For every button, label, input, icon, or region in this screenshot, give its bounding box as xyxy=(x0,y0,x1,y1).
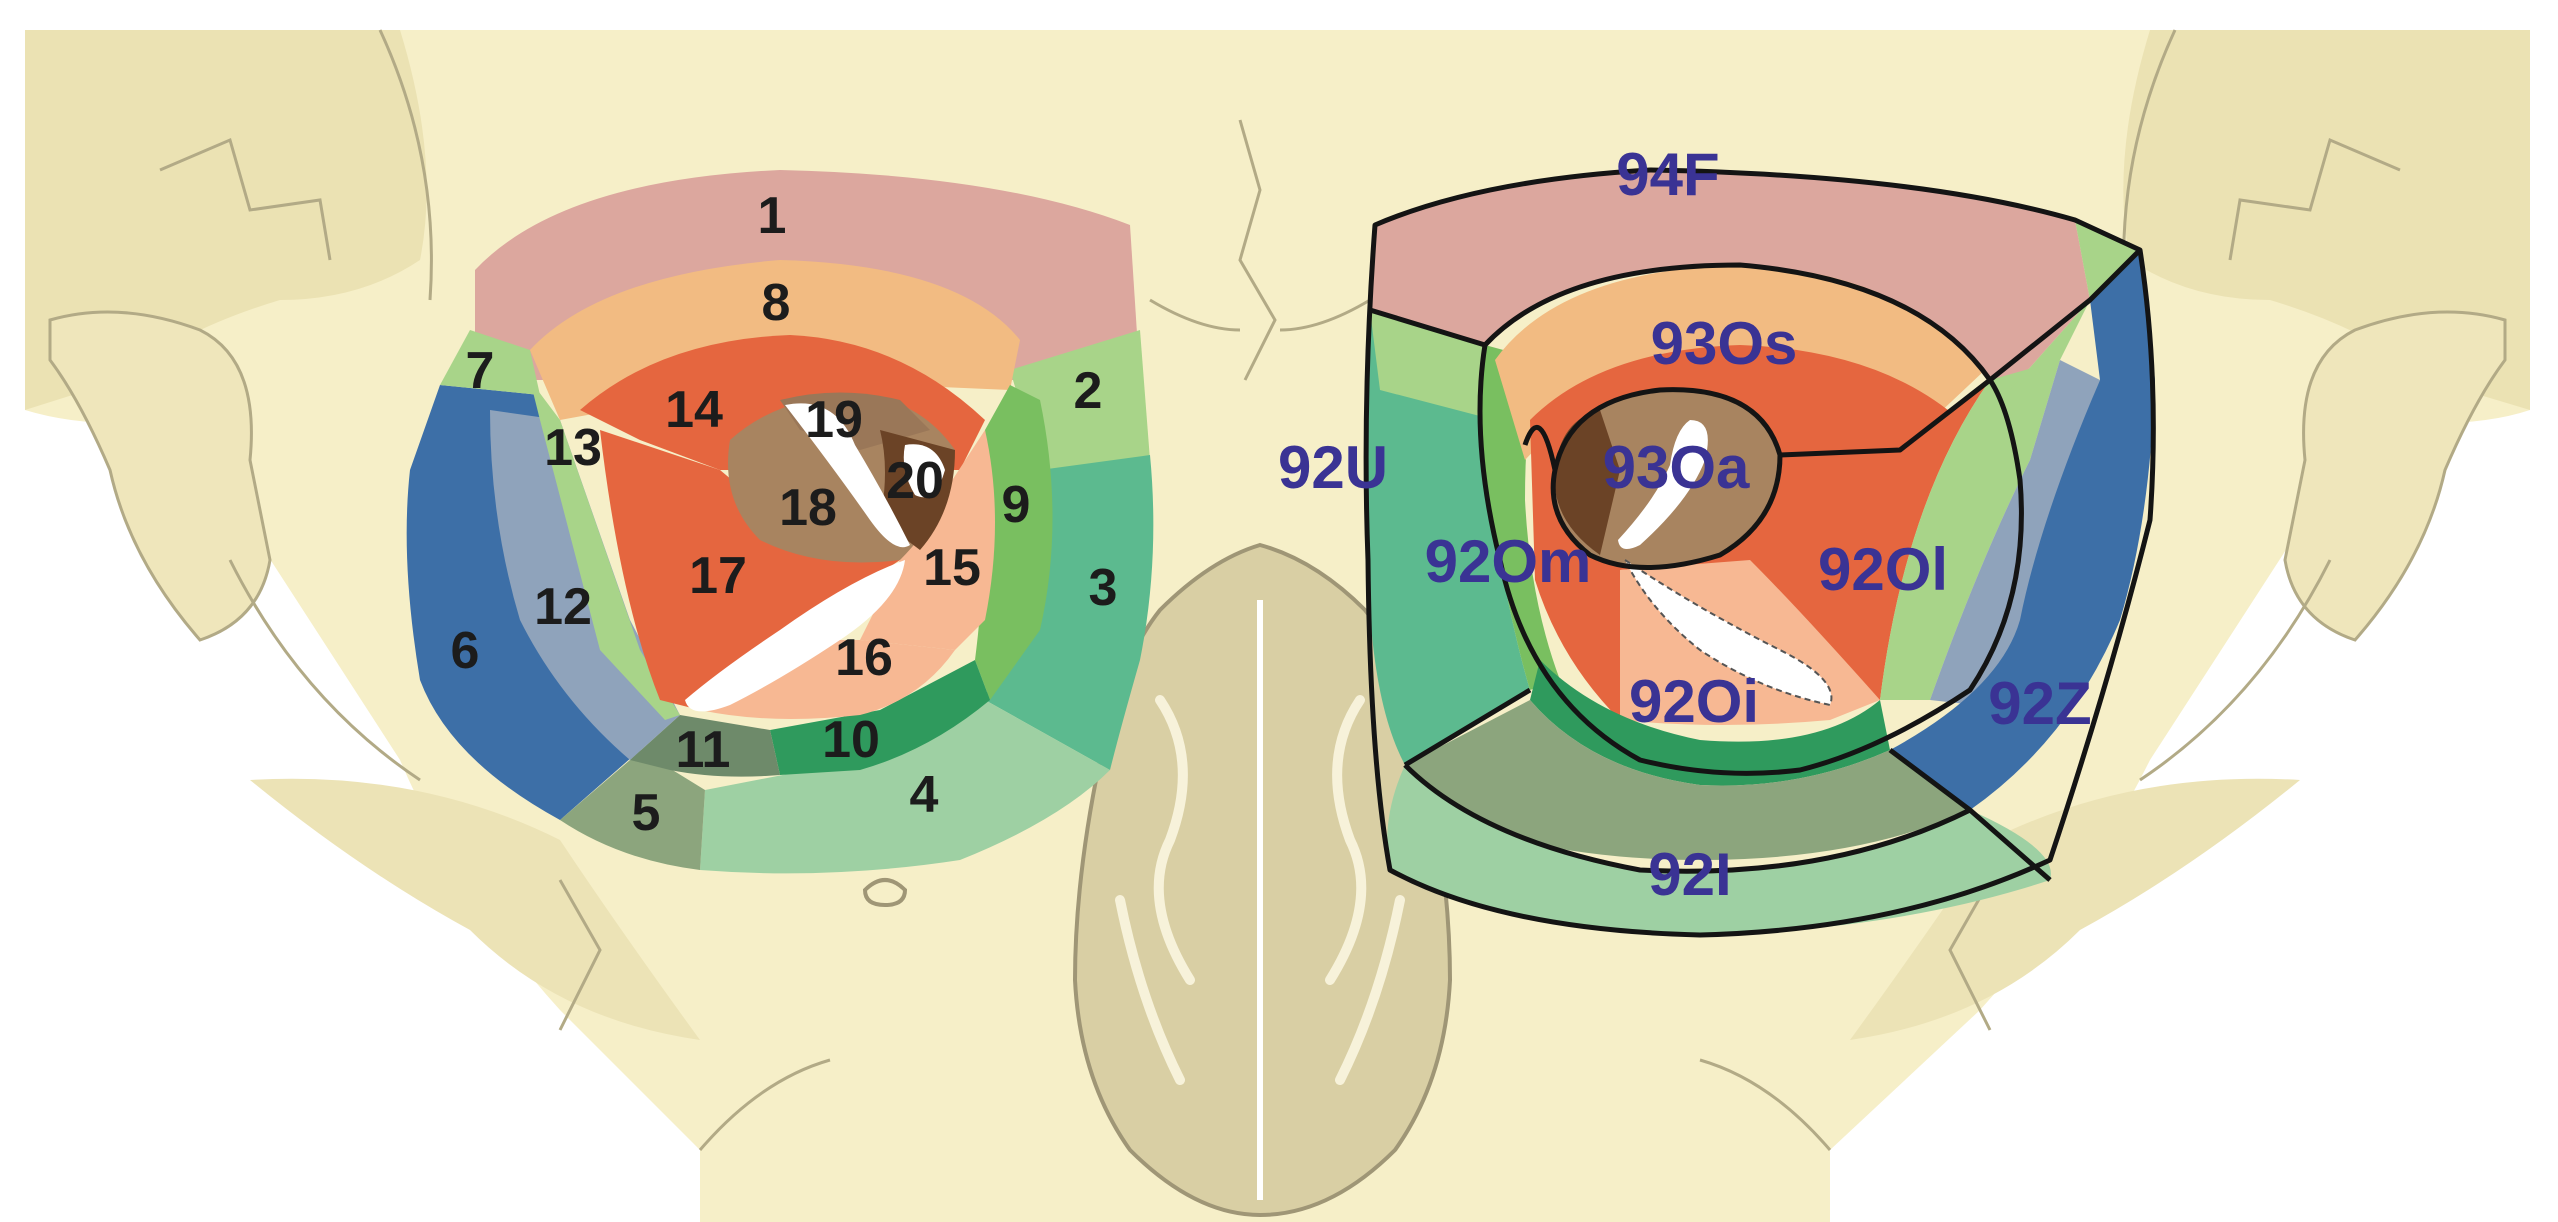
region-z-lightgreen xyxy=(2010,220,2140,390)
zone-label-12: 12 xyxy=(534,578,592,636)
region-f-fill xyxy=(1370,170,2090,390)
zone-17 xyxy=(600,430,900,710)
lateral-divider xyxy=(1779,378,1992,458)
zone-10 xyxy=(770,660,990,775)
zone-label-11: 11 xyxy=(676,721,731,779)
orbital-apex-boundary xyxy=(1550,387,1783,570)
zone-label-19: 19 xyxy=(805,391,863,449)
zone-label-18: 18 xyxy=(779,479,837,537)
zone-11 xyxy=(630,715,780,777)
zygomatic-arch-right xyxy=(2283,310,2507,642)
zone-13 xyxy=(530,380,680,720)
superior-orbital-fissure-left xyxy=(785,403,910,548)
orbital-rim-boundary xyxy=(1477,344,2024,776)
region-u-light-green xyxy=(1370,310,1495,420)
zone-9 xyxy=(975,385,1053,700)
outer-boundary xyxy=(1363,167,2156,938)
right-orbit: 94F 93Os 93Oa 92U 92Om 92Ol 92Oi 92Z 92I xyxy=(1278,141,2156,938)
region-label-94F: 94F xyxy=(1616,141,1719,208)
region-label-93Os: 93Os xyxy=(1651,310,1798,377)
zone-4 xyxy=(700,700,1110,874)
region-u-fill xyxy=(1365,310,1530,765)
region-label-92Om: 92Om xyxy=(1425,528,1592,595)
zone-7 xyxy=(440,330,540,395)
nasal-turbinates xyxy=(1115,695,1405,1085)
region-label-92Ol: 92Ol xyxy=(1818,536,1948,603)
zone-label-5: 5 xyxy=(632,784,661,842)
zone-5 xyxy=(560,750,705,870)
zone-label-9: 9 xyxy=(1002,476,1031,534)
skull-contours xyxy=(228,29,2332,1151)
zone-label-2: 2 xyxy=(1074,362,1103,420)
inferior-orbital-fissure-right xyxy=(1622,557,1833,707)
left-orbit: 1 2 3 4 5 6 7 8 9 10 11 12 13 14 15 16 1… xyxy=(406,170,1154,874)
zone-label-14: 14 xyxy=(665,381,723,439)
skull-background xyxy=(25,29,2530,1222)
zone-label-6: 6 xyxy=(451,622,480,680)
medial-divider xyxy=(1522,424,1558,471)
zone-label-4: 4 xyxy=(910,766,939,824)
suture-lines xyxy=(159,119,2401,1031)
zone-label-3: 3 xyxy=(1089,559,1118,617)
zone-label-13: 13 xyxy=(544,419,602,477)
optic-canal-left xyxy=(903,444,945,498)
lower-ring xyxy=(1403,763,1972,874)
region-label-92Z: 92Z xyxy=(1988,670,2091,737)
zone-label-15: 15 xyxy=(923,539,981,597)
inferior-orbital-fissure-left xyxy=(685,560,905,712)
infraorbital-foramen-left xyxy=(862,878,908,908)
zone-label-17: 17 xyxy=(689,547,747,605)
superior-orbital-fissure-right xyxy=(1618,420,1708,549)
zone-label-20: 20 xyxy=(886,452,944,510)
zone-label-16: 16 xyxy=(835,629,893,687)
region-oi-green xyxy=(1530,660,1890,786)
region-oa-dark xyxy=(1554,410,1620,555)
region-label-92Oi: 92Oi xyxy=(1629,668,1759,735)
supraorbital-boundary xyxy=(1369,248,2142,383)
zone-label-1: 1 xyxy=(758,187,787,245)
zone-label-8: 8 xyxy=(762,274,791,332)
region-label-93Oa: 93Oa xyxy=(1603,434,1750,501)
zone-label-10: 10 xyxy=(822,711,880,769)
region-z-fill xyxy=(1890,250,2155,810)
region-i-fill xyxy=(1387,765,2051,935)
zygomatic-arch-left xyxy=(48,310,272,642)
zone-label-7: 7 xyxy=(466,342,495,400)
region-label-92I: 92I xyxy=(1648,841,1731,908)
region-boundaries xyxy=(1363,167,2156,938)
region-om-green xyxy=(1480,345,1560,690)
region-ol-grayblue xyxy=(1930,360,2100,710)
region-lower-graygreen xyxy=(1405,700,1970,860)
region-label-92U: 92U xyxy=(1278,434,1388,501)
